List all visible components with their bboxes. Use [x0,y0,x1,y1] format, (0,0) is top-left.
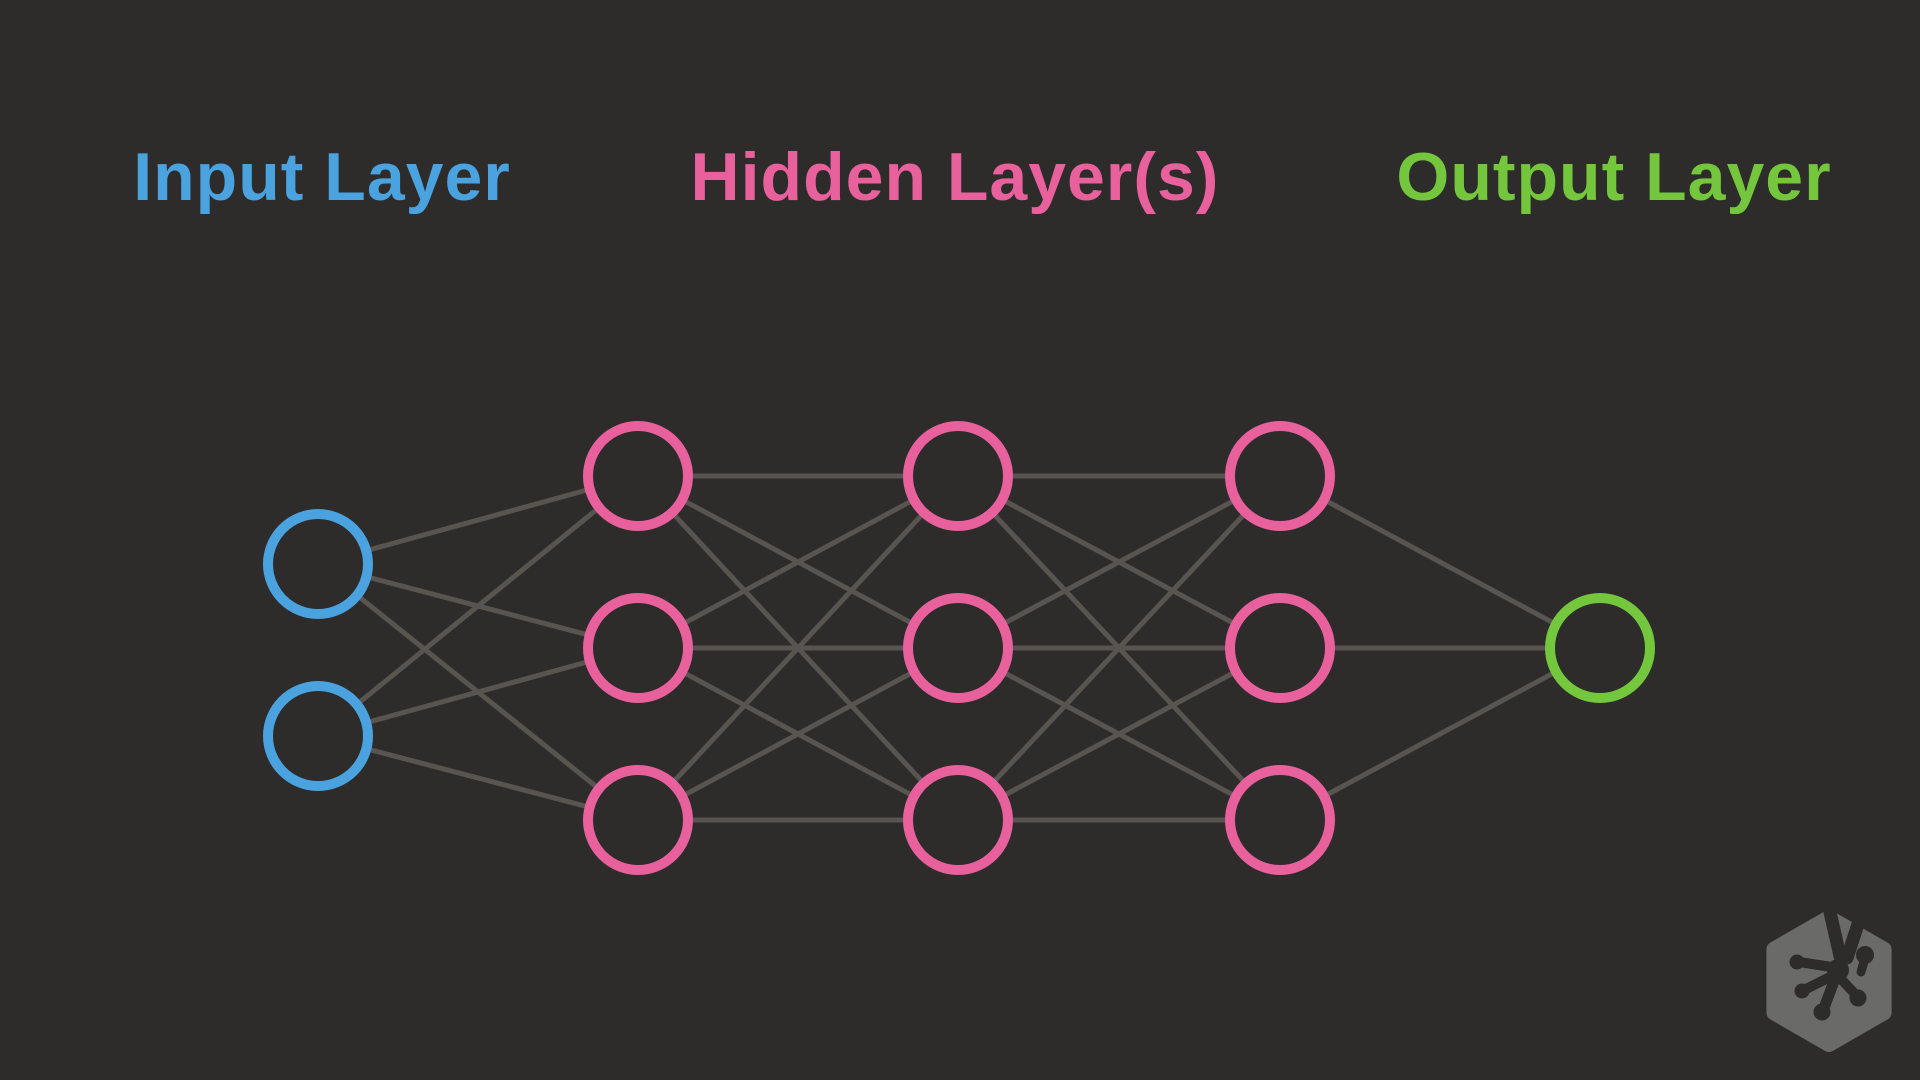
edge-hidden-2-to-hidden-3 [956,474,1282,822]
input-layer-title: Input Layer [133,139,511,215]
edge-hidden-3-to-output [1278,473,1602,651]
edge-input-to-hidden-1 [316,474,640,738]
edge-hidden-1-to-hidden-2 [636,473,960,651]
node-output-1 [1545,593,1655,703]
node-input-1 [263,509,373,619]
edge-hidden-1-to-hidden-2 [636,645,960,823]
edges-group [316,473,1602,823]
nodes-group [263,421,1655,875]
node-hidden-2-1 [903,421,1013,531]
treehouse-logo-icon [1766,905,1892,1052]
edge-hidden-2-to-hidden-3 [956,645,1282,823]
node-hidden-3-3 [1225,765,1335,875]
node-hidden-3-1 [1225,421,1335,531]
node-input-2 [263,681,373,791]
edge-hidden-2-to-hidden-3 [956,473,1282,651]
node-hidden-1-1 [583,421,693,531]
edge-input-to-hidden-1 [317,733,639,823]
node-hidden-2-3 [903,765,1013,875]
hidden-layer-title: Hidden Layer(s) [690,139,1220,215]
node-hidden-2-2 [903,593,1013,703]
logo-tree-cutout [1789,905,1874,1021]
edge-hidden-1-to-hidden-2 [636,474,960,822]
node-hidden-3-2 [1225,593,1335,703]
edge-input-to-hidden-1 [317,473,639,567]
output-layer-title: Output Layer [1396,139,1832,215]
edge-hidden-3-to-output [1278,645,1602,823]
edge-input-to-hidden-1 [317,645,639,739]
node-hidden-1-3 [583,765,693,875]
node-hidden-1-2 [583,593,693,703]
